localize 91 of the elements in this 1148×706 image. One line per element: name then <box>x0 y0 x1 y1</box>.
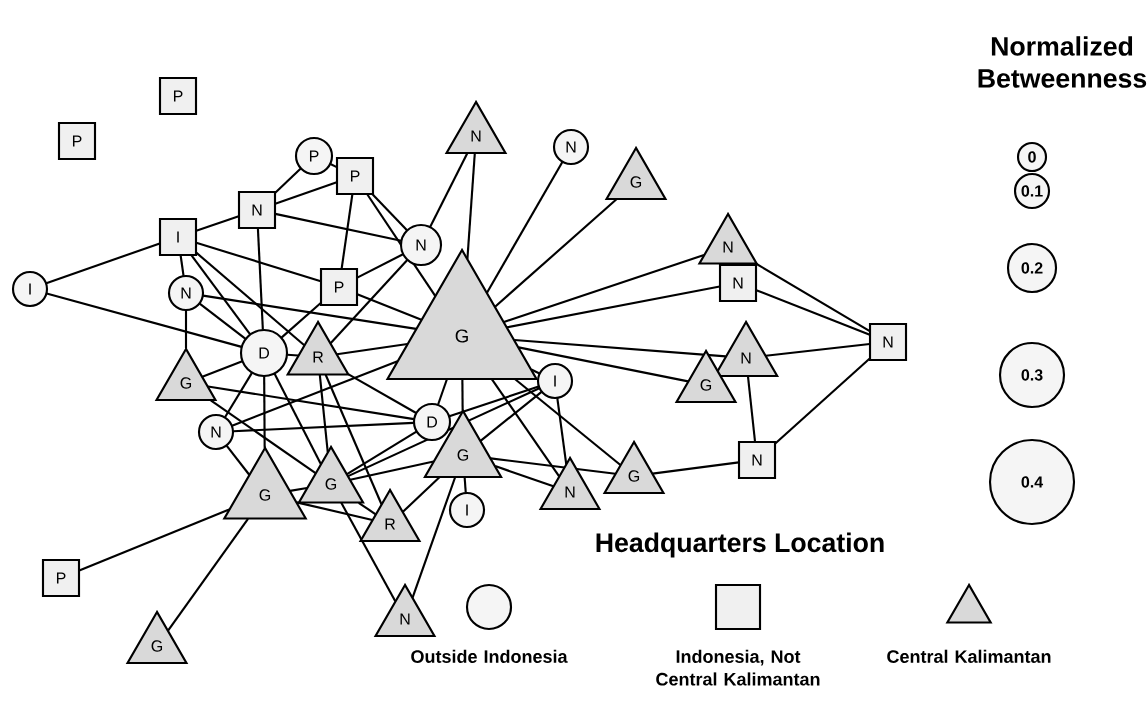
square-node: I <box>158 217 198 257</box>
network-edge <box>514 339 726 358</box>
network-edge <box>78 508 230 572</box>
network-edge <box>233 421 414 433</box>
square-node: N <box>237 190 277 230</box>
network-edge <box>318 374 329 453</box>
network-edge <box>774 357 871 445</box>
network-edge <box>449 385 539 418</box>
network-edge <box>402 476 441 513</box>
heading: Headquarters Location <box>596 532 884 558</box>
network-edge <box>514 378 622 466</box>
circle-node: I <box>11 270 49 308</box>
network-edge <box>190 254 251 335</box>
network-edge <box>494 465 554 488</box>
circle-node: N <box>167 274 205 312</box>
network-edge <box>437 378 448 406</box>
network-edge <box>275 212 402 242</box>
network-edge <box>274 167 302 194</box>
network-edge <box>225 445 251 476</box>
network-edge <box>179 255 185 277</box>
network-edge <box>340 194 354 269</box>
circle-node: P <box>294 136 334 176</box>
network-edge <box>224 372 253 418</box>
network-edge <box>746 376 757 442</box>
network-edge <box>463 477 467 493</box>
network-edge <box>479 391 543 442</box>
circle-node: D <box>239 328 289 378</box>
network-edge <box>350 460 434 481</box>
network-edge <box>494 198 618 308</box>
network-edge <box>356 293 422 321</box>
heading: Normalized Betweenness <box>978 36 1147 88</box>
network-edge <box>184 310 188 349</box>
network-edge <box>231 360 398 427</box>
network-edge <box>490 457 616 475</box>
network-edge <box>506 285 720 329</box>
square-node: P <box>57 121 97 161</box>
square-node: P <box>335 156 375 196</box>
network-edge <box>556 397 568 465</box>
network-edge <box>202 294 417 330</box>
network-edge <box>274 181 338 205</box>
network-edge <box>518 346 689 383</box>
legend-label: Outside Indonesia <box>411 649 568 663</box>
network-edge <box>256 228 264 330</box>
network-edge <box>167 518 249 632</box>
network-edge <box>356 253 404 279</box>
circle-node: I <box>448 491 486 529</box>
network-edge <box>199 302 247 340</box>
square-node: P <box>319 267 359 307</box>
network-edge <box>207 385 415 421</box>
square-node: N <box>868 322 908 362</box>
network-edge <box>765 343 870 357</box>
network-edge <box>755 262 871 333</box>
circle-node: I <box>536 362 574 400</box>
network-edge <box>411 476 457 598</box>
network-edge <box>195 251 305 347</box>
circle-node: D <box>412 402 452 442</box>
network-edge <box>336 342 408 356</box>
network-edge <box>45 242 161 285</box>
network-edge <box>46 292 242 348</box>
circle-node: N <box>552 128 590 166</box>
square-node: P <box>158 76 198 116</box>
network-edge <box>210 399 317 475</box>
network-edge <box>652 461 739 475</box>
network-edge <box>491 378 560 477</box>
network-edge <box>296 501 373 521</box>
square-node: P <box>41 558 81 598</box>
network-edge <box>486 161 564 294</box>
network-edge <box>755 289 871 336</box>
network-edge <box>195 215 240 232</box>
network-edge <box>280 302 322 339</box>
network-edge <box>329 259 409 345</box>
network-edge <box>466 153 476 259</box>
circle-node: N <box>399 223 443 267</box>
network-edge <box>263 376 266 449</box>
network-edge <box>340 502 397 602</box>
network-edge <box>273 373 322 465</box>
network-edge <box>348 373 417 414</box>
circle-node: N <box>197 413 235 451</box>
network-edge <box>429 152 469 228</box>
network-edge <box>324 374 383 505</box>
legend-label: Central Kalimantan <box>887 649 1051 663</box>
square-node: N <box>737 440 777 480</box>
network-edge <box>503 254 705 323</box>
network-edge <box>371 193 408 232</box>
network-edge <box>195 241 322 283</box>
network-edge <box>461 379 464 412</box>
square-node: N <box>718 263 758 303</box>
legend-label: Indonesia, Not Central Kalimantan <box>656 649 820 686</box>
network-edge <box>358 501 377 516</box>
network-edge <box>346 430 417 476</box>
network-edge <box>201 360 243 378</box>
